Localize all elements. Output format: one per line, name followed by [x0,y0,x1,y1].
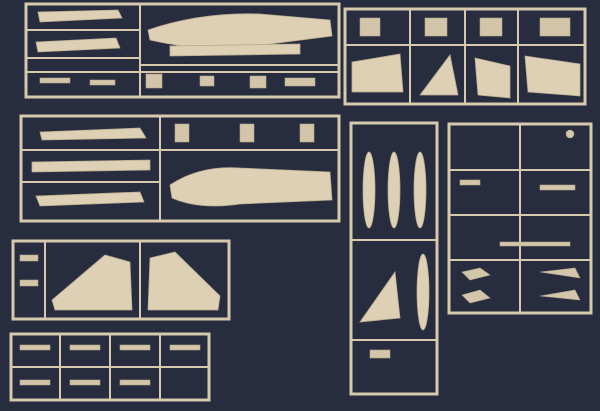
sprue-bottom-small [9,332,211,402]
sprue-top-left [24,2,341,99]
sprue-top-right [343,7,587,106]
sprue-middle-left [19,114,341,223]
sprue-bottom-left [11,239,231,321]
sprue-right-parts [447,122,593,315]
sprue-middle-tanks [349,121,439,396]
